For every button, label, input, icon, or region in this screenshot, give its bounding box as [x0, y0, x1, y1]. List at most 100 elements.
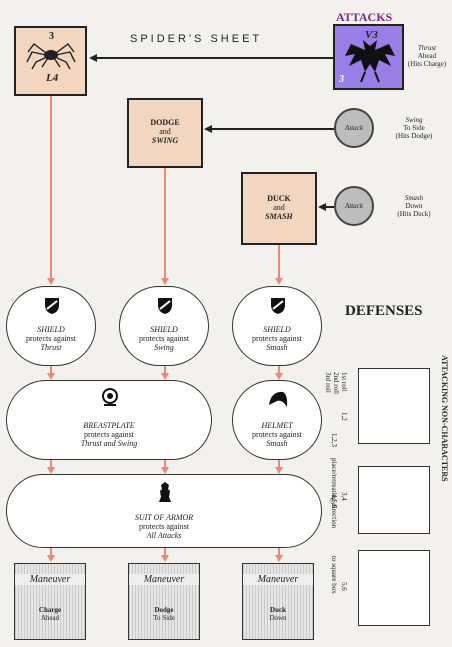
col2-line-mid	[164, 366, 166, 374]
col3-arrow-mid	[275, 373, 283, 380]
suit-line1: protects against	[139, 522, 189, 531]
roll-labels: 1st roll 2nd roll 3rd roll	[324, 372, 348, 442]
maneuver-dodge-line1: Dodge	[154, 606, 174, 614]
col1-line-top	[50, 96, 52, 280]
shield-smash-line1: protects against	[252, 334, 302, 343]
character-label: L4	[46, 72, 59, 84]
note2-label: to square box	[330, 556, 338, 594]
shield-thrust-line1: protects against	[26, 334, 76, 343]
attack-swing-circle[interactable]: Attack	[334, 108, 374, 148]
attack-smash-line2: Down	[405, 202, 423, 210]
duck-smash-line3: SMASH	[265, 212, 293, 221]
attack-smash-circle-label: Attack	[345, 202, 363, 210]
shield-swing[interactable]: SHIELD protects against Swing	[119, 286, 209, 366]
breastplate[interactable]: BREASTPLATE protects against Thrust and …	[6, 380, 212, 460]
duck-smash-line1: DUCK	[267, 194, 291, 203]
duck-smash-box[interactable]: DUCK and SMASH	[241, 172, 317, 245]
col2-line-top	[164, 168, 166, 280]
col1-arrow-bottom	[47, 555, 55, 562]
maneuver-charge-title: Maneuver	[15, 574, 85, 585]
character-box[interactable]: 3 L4	[14, 26, 87, 96]
col2-line-low	[164, 460, 166, 468]
non-character-box-1[interactable]	[358, 368, 430, 444]
shield-smash[interactable]: SHIELD protects against Smash	[232, 286, 322, 366]
attack-thrust-line1: Thrust	[417, 44, 437, 52]
col3-line-top	[278, 245, 280, 280]
shield-icon	[45, 298, 59, 314]
attack-smash-text: Smash Down (Hits Duck)	[376, 194, 452, 218]
maneuver-duck-title: Maneuver	[243, 574, 313, 585]
spider-icon	[26, 43, 76, 70]
breastplate-line2: Thrust and Swing	[80, 439, 138, 448]
maneuver-duck[interactable]: Maneuver Duck Down	[242, 563, 314, 640]
col3-line-mid	[278, 366, 280, 374]
shield-icon	[158, 298, 172, 314]
col1-line-low	[50, 460, 52, 468]
helmet[interactable]: HELMET protects against Smash	[232, 380, 322, 460]
attack-thrust-line2: Ahead	[417, 52, 437, 60]
maneuver-charge-line1: Charge	[38, 606, 62, 614]
duck-smash-line2: and	[273, 203, 285, 212]
col1-line-bottom	[50, 548, 52, 556]
helmet-line1: protects against	[252, 430, 302, 439]
r456-label: 4,5,6	[330, 494, 338, 508]
suit-of-armor-icon	[159, 482, 171, 502]
col2-arrow-mid	[161, 373, 169, 380]
shield-swing-line2: Swing	[154, 343, 174, 352]
swing-arrow-head	[204, 125, 212, 133]
attacking-title: ATTACKING NON-CHARACTERS	[440, 355, 449, 482]
dodge-swing-line1: DODGE	[150, 118, 180, 127]
maneuver-dodge-title: Maneuver	[129, 574, 199, 585]
helmet-icon	[269, 391, 288, 407]
note1-label: place/retreating direction	[330, 458, 338, 529]
maneuver-charge[interactable]: Maneuver Charge Ahead	[14, 563, 86, 640]
col2-line-bottom	[164, 548, 166, 556]
helmet-title: HELMET	[261, 421, 293, 430]
attack-swing-line1: Swing	[405, 116, 423, 124]
shield-smash-line2: Smash	[266, 343, 288, 352]
col3-line-bottom	[278, 548, 280, 556]
breastplate-icon	[102, 388, 118, 406]
r12-label: 1,2	[340, 412, 348, 421]
attack-swing-circle-label: Attack	[345, 124, 363, 132]
dodge-swing-box[interactable]: DODGE and SWING	[127, 98, 203, 168]
attack-swing-line2: To Side	[403, 124, 425, 132]
col3-line-low	[278, 460, 280, 468]
col1-arrow-top	[47, 278, 55, 285]
shield-thrust[interactable]: SHIELD protects against Thrust	[6, 286, 96, 366]
shield-swing-title: SHIELD	[150, 325, 178, 334]
maneuver-charge-line2: Ahead	[40, 614, 60, 622]
suit-of-armor[interactable]: SUIT OF ARMOR protects against All Attac…	[6, 474, 322, 548]
suit-title: SUIT OF ARMOR	[134, 513, 194, 522]
shield-smash-title: SHIELD	[263, 325, 291, 334]
attack-smash-circle[interactable]: Attack	[334, 186, 374, 226]
monster-box[interactable]: V3 3	[333, 24, 404, 90]
thrust-arrow-line	[96, 57, 333, 59]
shield-thrust-line2: Thrust	[40, 343, 62, 352]
attack-smash-line3: (Hits Duck)	[397, 210, 431, 218]
breastplate-line1: protects against	[84, 430, 134, 439]
attacks-title: ATTACKS	[336, 10, 393, 24]
col2-arrow-bottom	[161, 555, 169, 562]
monster-label: V3	[365, 29, 378, 41]
non-character-box-2[interactable]	[358, 466, 430, 534]
col3-arrow-bottom	[275, 555, 283, 562]
breastplate-title: BREASTPLATE	[83, 421, 135, 430]
maneuver-dodge[interactable]: Maneuver Dodge To Side	[128, 563, 200, 640]
non-character-box-3[interactable]	[358, 550, 430, 626]
roll3-label: 3rd roll	[324, 372, 332, 393]
monster-number: 3	[339, 74, 344, 85]
col3-arrow-top	[275, 278, 283, 285]
attack-thrust-line3: (Hits Charge)	[407, 60, 447, 68]
r56-label: 5,6	[340, 582, 348, 591]
shield-thrust-title: SHIELD	[37, 325, 65, 334]
attack-thrust-text: Thrust Ahead (Hits Charge)	[404, 44, 450, 68]
roll1-label: 1st roll	[340, 372, 348, 392]
character-number: 3	[49, 31, 54, 42]
suit-line2: All Attacks	[146, 531, 182, 540]
r123-label: 1,2,3	[330, 433, 338, 447]
col3-arrow-low	[275, 467, 283, 474]
attack-swing-line3: (Hits Dodge)	[395, 132, 433, 140]
dodge-swing-line2: and	[159, 127, 171, 136]
col1-arrow-low	[47, 467, 55, 474]
